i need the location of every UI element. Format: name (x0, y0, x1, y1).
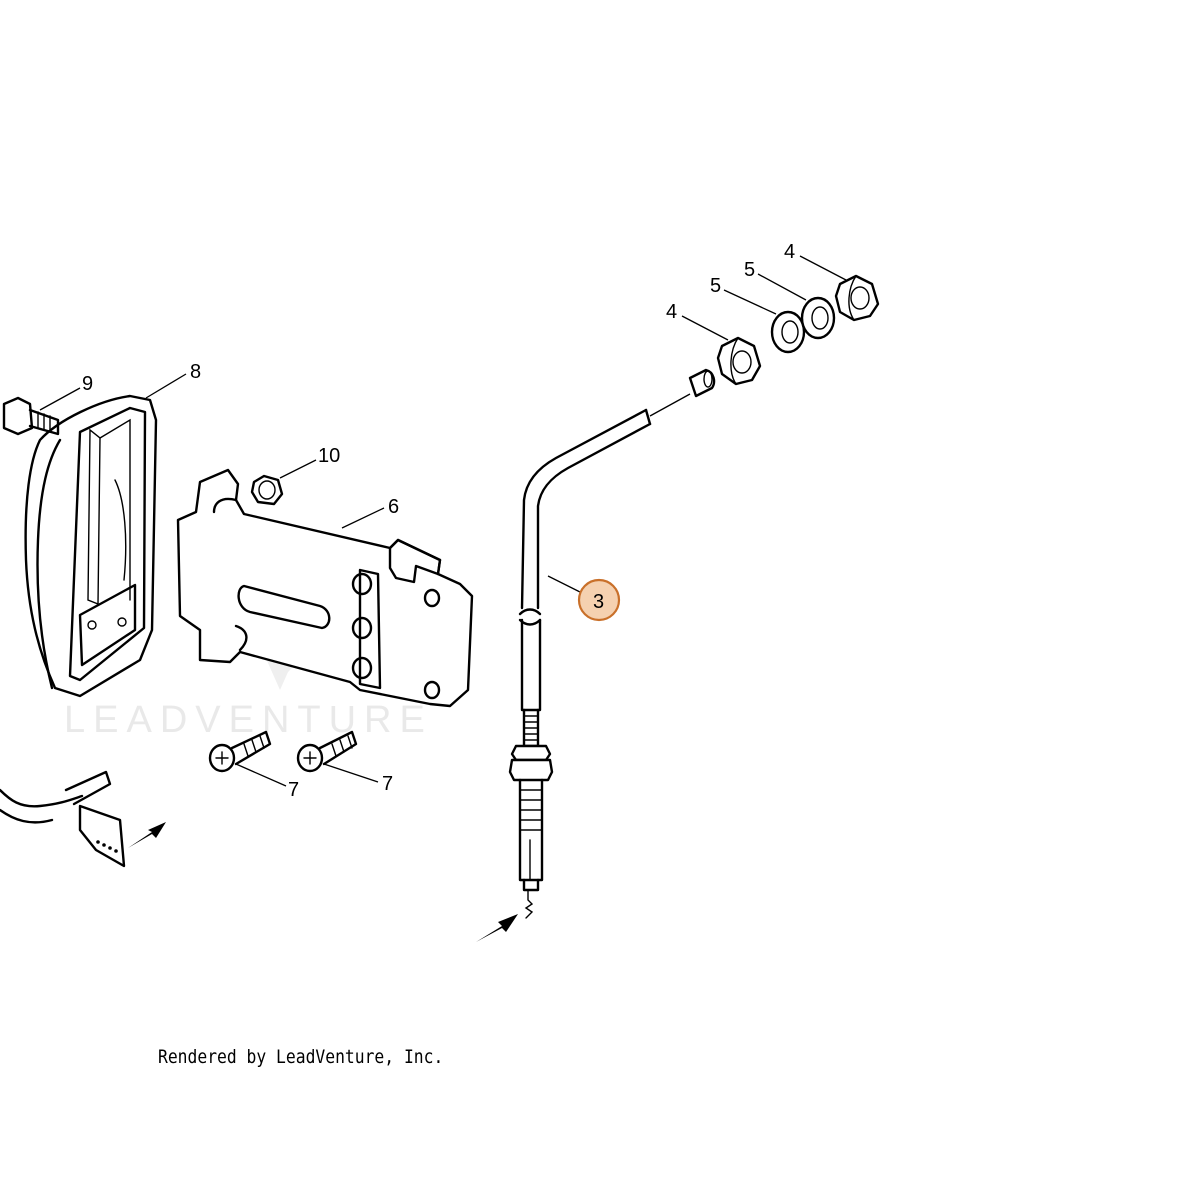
nut-part-10 (250, 474, 284, 506)
washer-part-5-upper (800, 296, 836, 340)
mounting-bracket-part-6 (176, 468, 474, 708)
credit-text: Rendered by LeadVenture, Inc. (158, 1046, 444, 1068)
callout-10[interactable]: 10 (318, 445, 340, 467)
bolt-part-9 (2, 396, 60, 436)
callout-3[interactable]: 3 (593, 591, 604, 613)
watermark-text: LEADVENTURE (64, 699, 433, 741)
callout-5-upper[interactable]: 5 (744, 259, 755, 281)
callout-8[interactable]: 8 (190, 361, 201, 383)
harness-connector (0, 770, 166, 868)
nut-part-4-upper (834, 274, 880, 322)
callout-3-highlight[interactable] (577, 578, 621, 622)
washer-part-5-lower (770, 310, 806, 354)
callout-7-right[interactable]: 7 (382, 773, 393, 795)
callout-4-lower[interactable]: 4 (666, 301, 677, 323)
pin (688, 368, 716, 398)
cable-part-3 (476, 393, 691, 942)
callout-7-left[interactable]: 7 (288, 779, 299, 801)
screw-part-7-right (296, 730, 358, 773)
lamp-housing (24, 394, 158, 698)
callout-4-upper[interactable]: 4 (784, 241, 795, 263)
nut-part-4-lower (716, 336, 762, 386)
screw-part-7-left (208, 730, 272, 773)
leader-lines (39, 255, 847, 787)
callout-5-lower[interactable]: 5 (710, 275, 721, 297)
callout-9[interactable]: 9 (82, 373, 93, 395)
callout-6[interactable]: 6 (388, 496, 399, 518)
